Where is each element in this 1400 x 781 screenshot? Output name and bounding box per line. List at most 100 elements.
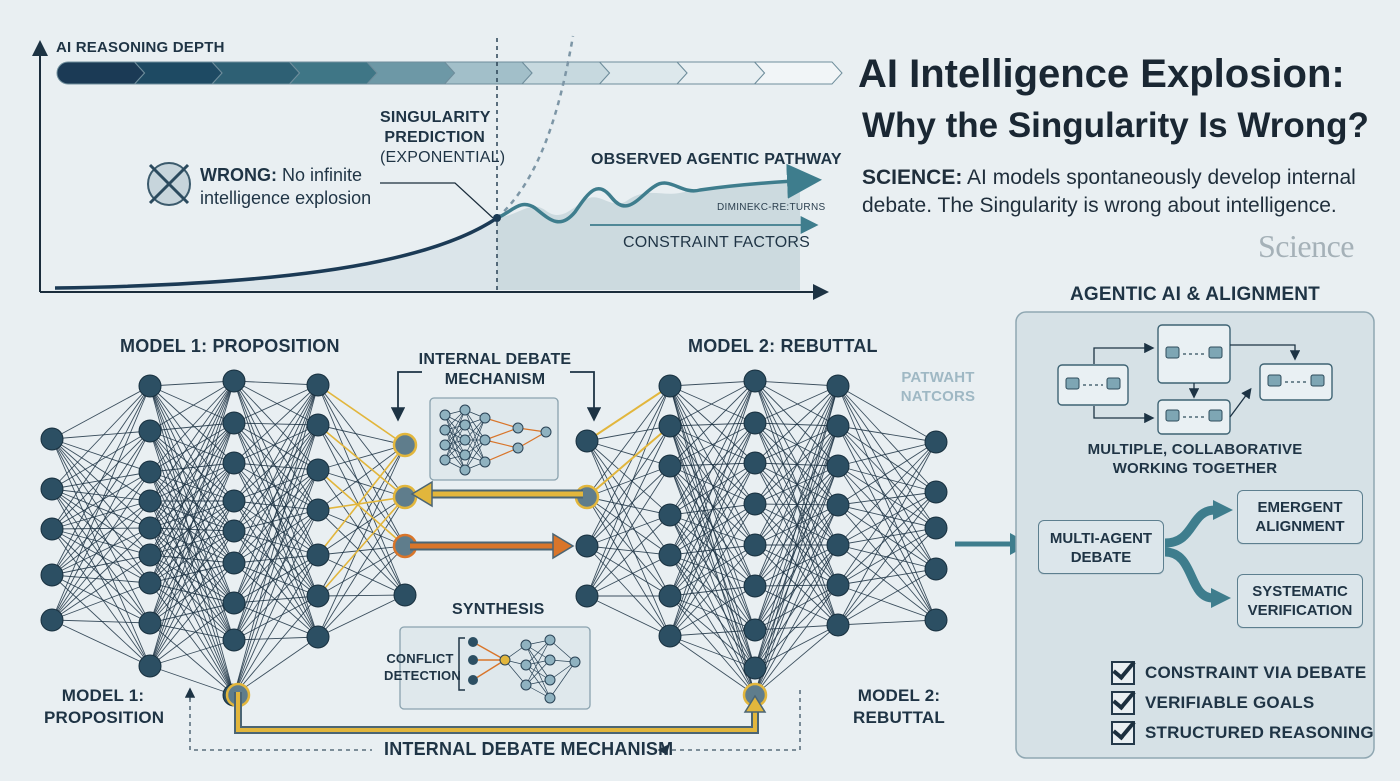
mini-node [459,464,471,476]
network-edge [233,424,319,532]
mini-node [520,639,532,651]
network-edge [149,380,235,387]
network-node [40,427,64,451]
network-node [222,369,246,393]
bar-segment [675,61,766,85]
network-edge [233,469,319,696]
network-edge [149,385,235,641]
network-edge [233,509,319,641]
network-edge [586,385,671,498]
network-edge [317,384,406,498]
network-edge [669,380,756,597]
conflict-line1: CONFLICT [386,651,454,666]
network-node [138,543,162,567]
debate-node [392,432,418,458]
network-node [826,493,850,517]
network-edge [837,491,937,546]
network-edge [51,438,151,584]
model1-footer: MODEL 1: PROPOSITION [44,685,164,729]
accent-edge [317,424,406,498]
science-label: SCIENCE: [862,166,963,189]
agent-chip [1208,346,1223,359]
network-edge [233,384,319,532]
debate-box-line1: MULTI-AGENT [1049,530,1153,547]
bar-segment [443,61,533,85]
network-edge [317,545,406,556]
network-edge [149,582,235,641]
network-edge [837,504,937,621]
network-edge [754,425,839,696]
network-node [826,613,850,637]
network-edge [233,469,319,502]
network-edge [233,384,319,424]
network-edge [149,530,235,624]
network-edge [149,430,235,641]
network-edge [837,465,937,570]
singularity-label-line2: PREDICTION [384,129,485,146]
bar-segment [365,61,456,85]
network-node [924,557,948,581]
singularity-curve [496,35,575,219]
mini-edge [472,659,506,681]
network-edge [149,422,235,529]
network-edge [586,545,671,637]
network-edge [51,574,151,624]
network-edge [754,624,839,631]
network-edge [233,595,319,604]
network-edge [317,496,406,638]
debate-node [392,484,418,510]
faded-line2: NATCORS [900,388,976,405]
network-edge [149,622,235,696]
model1-footer-line1: MODEL 1: [61,686,145,705]
network-edge [754,504,839,696]
mini-edge [525,644,551,699]
network-edge [317,469,406,596]
network-edge [233,530,319,597]
network-edge [233,384,319,696]
mini-node [459,434,471,446]
network-edge [837,441,937,506]
observed-pathway-label: OBSERVED AGENTIC PATHWAY [591,151,842,168]
debate-top-label: INTERNAL DEBATE MECHANISM [405,350,585,390]
network-edge [233,469,319,641]
network-edge [233,469,319,604]
network-edge [51,488,151,502]
network-edge [51,385,151,530]
network-edge [754,503,839,506]
conflict-detection-label: CONFLICT DETECTION [384,650,461,684]
mini-node [540,426,552,438]
network-edge [837,491,937,626]
network-edge [149,385,235,564]
network-edge [149,554,235,641]
mini-edge [444,409,466,461]
growth-curve [54,216,498,290]
singularity-label: SINGULARITY PREDICTION (EXPONENTIAL) [380,108,505,168]
network-edge [233,462,319,597]
network-edge [51,527,151,530]
network-node [222,591,246,615]
network-edge [149,500,235,641]
checkbox-icon [1111,661,1135,685]
network-edge [233,509,319,532]
network-node [306,498,330,522]
verification-line1: SYSTEMATIC [1252,583,1348,600]
mini-node [468,655,478,665]
agent-chip [1310,374,1325,387]
network-edge [149,527,235,532]
network-edge [317,545,406,638]
bottom-debate-label: INTERNAL DEBATE MECHANISM [384,739,674,759]
observed-pathway [496,163,822,224]
network-edge [317,594,406,597]
chart-axes [32,40,829,300]
network-edge [51,430,151,440]
network-edge [837,425,937,621]
network-edge [586,595,671,637]
network-edge [586,514,671,597]
network-edge [149,471,235,641]
accent-edge [317,469,406,547]
network-node [924,516,948,540]
network-edge [754,385,839,464]
network-edge [149,462,235,667]
network-edge [149,385,235,532]
flow-arrow [1093,406,1155,424]
